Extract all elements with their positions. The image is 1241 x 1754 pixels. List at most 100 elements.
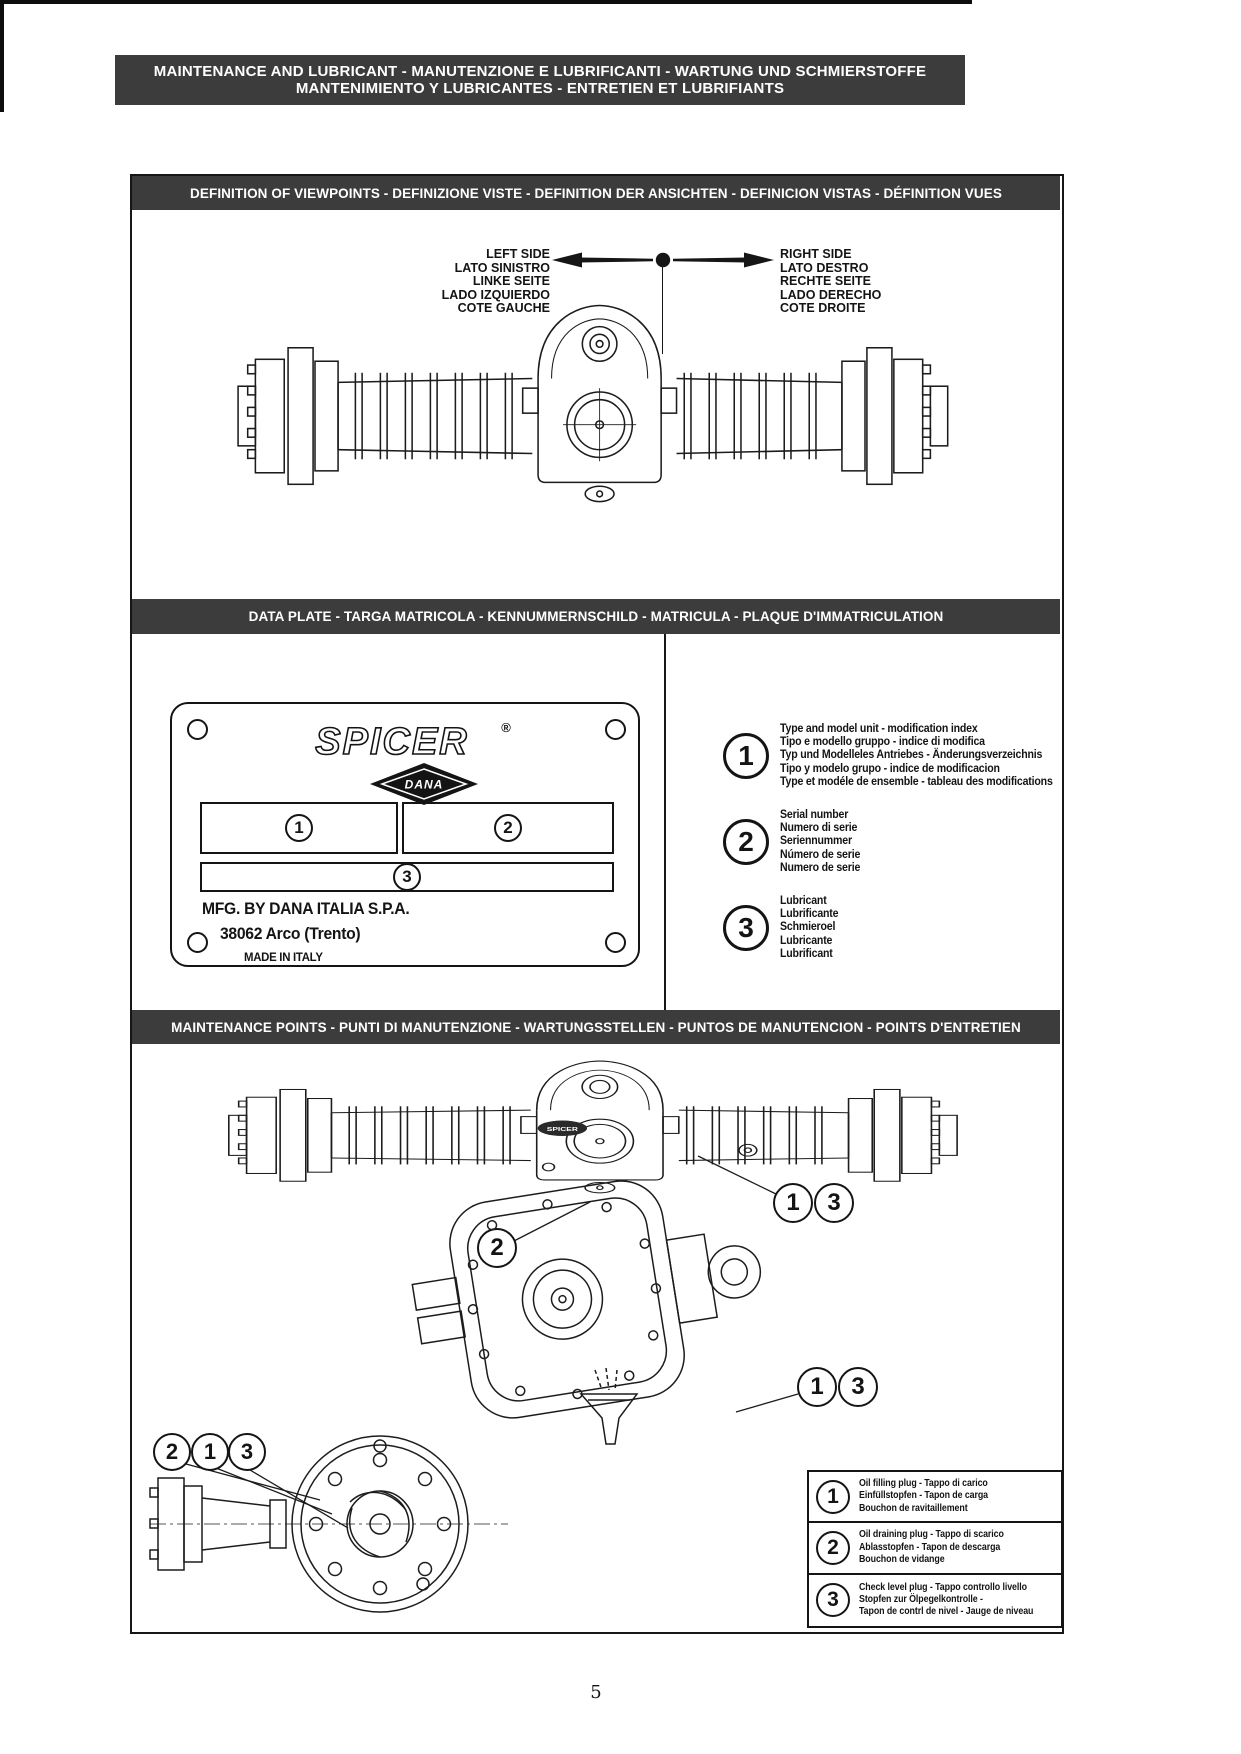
legend-text-line: Lubrificant xyxy=(780,947,833,960)
header-banner: MAINTENANCE AND LUBRICANT - MANUTENZIONE… xyxy=(115,55,965,105)
maintenance-axle-drawing: SPICER xyxy=(228,1060,958,1194)
label-lato-sinistro: LATO SINISTRO xyxy=(454,260,550,275)
maintenance-legend-box: 1 Oil filling plug - Tappo di carico Ein… xyxy=(807,1470,1063,1628)
page-number: 5 xyxy=(590,1682,602,1703)
viewpoints-right-labels: RIGHT SIDE LATO DESTRO RECHTE SEITE LADO… xyxy=(780,247,1030,316)
plate-field-3-number: 3 xyxy=(393,863,421,891)
center-reference-line xyxy=(661,262,663,354)
legend-text-line: Oil draining plug - Tappo di scarico xyxy=(859,1529,1004,1541)
maintenance-legend-item-1: 1 Oil filling plug - Tappo di carico Ein… xyxy=(809,1472,1061,1524)
callout-badge-2: 2 xyxy=(477,1228,517,1268)
direction-arrows-icon xyxy=(552,252,774,268)
diff-top-view-drawing xyxy=(411,1180,762,1445)
legend-number-badge-2: 2 xyxy=(723,819,769,865)
housing-label-plate xyxy=(537,1120,588,1136)
legend-text-line: Tapon de contrl de nivel - Jauge de nive… xyxy=(859,1606,1034,1618)
plate-mfg-line-3: MADE IN ITALY xyxy=(244,950,323,964)
legend-text-line: Bouchon de ravitaillement xyxy=(859,1502,968,1514)
legend-number-badge-1: 1 xyxy=(816,1479,850,1514)
scan-artifact-top xyxy=(0,0,972,4)
plate-hole-icon xyxy=(187,932,208,953)
content-box xyxy=(130,174,1064,1634)
legend-text-line: Serial number xyxy=(780,808,849,821)
section-title-bar-maintenance: MAINTENANCE POINTS - PUNTI DI MANUTENZIO… xyxy=(132,1010,1060,1044)
maintenance-legend-item-3-text: Check level plug - Tappo controllo livel… xyxy=(859,1582,1033,1619)
legend-number-badge-3: 3 xyxy=(816,1583,850,1618)
legend-text-line: Número de serie xyxy=(780,848,861,861)
plate-field-1-number: 1 xyxy=(285,814,313,842)
legend-number-badge-3: 3 xyxy=(723,905,769,951)
spicer-logo: SPICER ® xyxy=(314,720,511,764)
label-left-side: LEFT SIDE xyxy=(486,247,550,261)
legend-text-line: Tipo e modello gruppo - indice di modifi… xyxy=(780,736,985,749)
label-rechte-seite: RECHTE SEITE xyxy=(780,274,871,289)
plate-legend-item-2-text: Serial number Numero di serie Seriennumm… xyxy=(780,809,860,875)
plate-legend-item-1: 1 Type and model unit - modification ind… xyxy=(723,720,1076,792)
spicer-logo-text: SPICER xyxy=(315,721,468,763)
plate-hole-icon xyxy=(187,719,208,740)
legend-text-line: Lubricant xyxy=(780,894,827,907)
label-lato-destro: LATO DESTRO xyxy=(780,260,869,275)
viewpoints-title: DEFINITION OF VIEWPOINTS - DEFINIZIONE V… xyxy=(190,185,1002,201)
legend-text-line: Check level plug - Tappo controllo livel… xyxy=(859,1581,1027,1593)
plate-field-2-number: 2 xyxy=(494,814,522,842)
registered-mark: ® xyxy=(501,720,511,735)
legend-text-line: Numero di serie xyxy=(780,822,858,835)
maintenance-legend-item-3: 3 Check level plug - Tappo controllo liv… xyxy=(809,1575,1061,1626)
banner-line-2: MANTENIMIENTO Y LUBRICANTES - ENTRETIEN … xyxy=(295,80,785,97)
data-plate-drawing: SPICER ® DANA 1 2 3 MFG. BY DANA ITALIA … xyxy=(170,702,640,967)
legend-text-line: Einfüllstopfen - Tapon de carga xyxy=(859,1490,989,1502)
center-dot-icon xyxy=(655,252,671,268)
legend-text-line: Ablasstopfen - Tapon de descarga xyxy=(859,1541,1001,1553)
label-cote-droite: COTE DROITE xyxy=(780,301,866,316)
maintenance-title: MAINTENANCE POINTS - PUNTI DI MANUTENZIO… xyxy=(171,1019,1021,1035)
label-lado-izquierdo: LADO IZQUIERDO xyxy=(441,287,550,302)
legend-text-line: Tipo y modelo grupo - indice de modifica… xyxy=(780,762,1000,775)
legend-number-badge-2: 2 xyxy=(816,1530,850,1565)
section-title-bar-viewpoints: DEFINITION OF VIEWPOINTS - DEFINIZIONE V… xyxy=(132,176,1060,210)
legend-text-line: Type and model unit - modification index xyxy=(780,722,978,735)
scan-artifact-left xyxy=(0,0,4,112)
maintenance-legend-item-2: 2 Oil draining plug - Tappo di scarico A… xyxy=(809,1523,1061,1575)
callout-badge-3: 3 xyxy=(228,1433,266,1471)
plate-field-2 xyxy=(402,802,614,854)
plate-hole-icon xyxy=(605,932,626,953)
legend-text-line: Oil filling plug - Tappo di carico xyxy=(859,1478,988,1490)
dana-diamond-logo: DANA xyxy=(370,763,478,805)
dana-logo-text: DANA xyxy=(405,778,444,792)
banner-line-1: MAINTENANCE AND LUBRICANT - MANUTENZIONE… xyxy=(153,62,927,80)
section-title-bar-data-plate: DATA PLATE - TARGA MATRICOLA - KENNUMMER… xyxy=(132,599,1060,634)
legend-text-line: Type et modéle de ensemble - tableau des… xyxy=(780,775,1053,788)
callout-badge-1: 1 xyxy=(773,1183,813,1223)
label-right-side: RIGHT SIDE xyxy=(780,247,852,261)
axle-front-view-drawing xyxy=(237,304,949,503)
label-lado-derecho: LADO DERECHO xyxy=(780,287,882,302)
plate-legend-item-3: 3 Lubricant Lubrificante Schmieroel Lubr… xyxy=(723,892,843,964)
legend-text-line: Bouchon de vidange xyxy=(859,1554,945,1566)
plate-mfg-line-1: MFG. BY DANA ITALIA S.P.A. xyxy=(202,900,410,918)
plate-mfg-line-2: 38062 Arco (Trento) xyxy=(220,925,361,943)
maintenance-legend-item-1-text: Oil filling plug - Tappo di carico Einfü… xyxy=(859,1478,988,1515)
callout-badge-1: 1 xyxy=(191,1433,229,1471)
legend-text-line: Lubrificante xyxy=(780,908,839,921)
housing-label: SPICER xyxy=(547,1126,578,1132)
viewpoints-left-labels: LEFT SIDE LATO SINISTRO LINKE SEITE LADO… xyxy=(300,247,550,316)
callout-badge-3: 3 xyxy=(814,1183,854,1223)
plate-legend-item-3-text: Lubricant Lubrificante Schmieroel Lubric… xyxy=(780,894,839,961)
legend-text-line: Schmieroel xyxy=(780,921,836,934)
plate-legend-item-1-text: Type and model unit - modification index… xyxy=(780,723,1053,789)
label-linke-seite: LINKE SEITE xyxy=(472,274,550,289)
plate-field-1 xyxy=(200,802,398,854)
callout-badge-1: 1 xyxy=(797,1367,837,1407)
data-plate-title: DATA PLATE - TARGA MATRICOLA - KENNUMMER… xyxy=(248,609,944,624)
hub-end-view-drawing xyxy=(149,1435,508,1613)
legend-text-line: Typ und Modelleles Antriebes - Änderungs… xyxy=(780,749,1043,762)
legend-text-line: Seriennummer xyxy=(780,835,852,848)
legend-text-line: Numero de serie xyxy=(780,861,861,874)
callout-badge-2: 2 xyxy=(153,1433,191,1471)
legend-text-line: Stopfen zur Ölpegelkontrolle - xyxy=(859,1594,983,1606)
plate-legend-item-2: 2 Serial number Numero di serie Seriennu… xyxy=(723,806,867,878)
label-cote-gauche: COTE GAUCHE xyxy=(457,301,550,316)
data-plate-divider xyxy=(664,634,666,1010)
plate-hole-icon xyxy=(605,719,626,740)
